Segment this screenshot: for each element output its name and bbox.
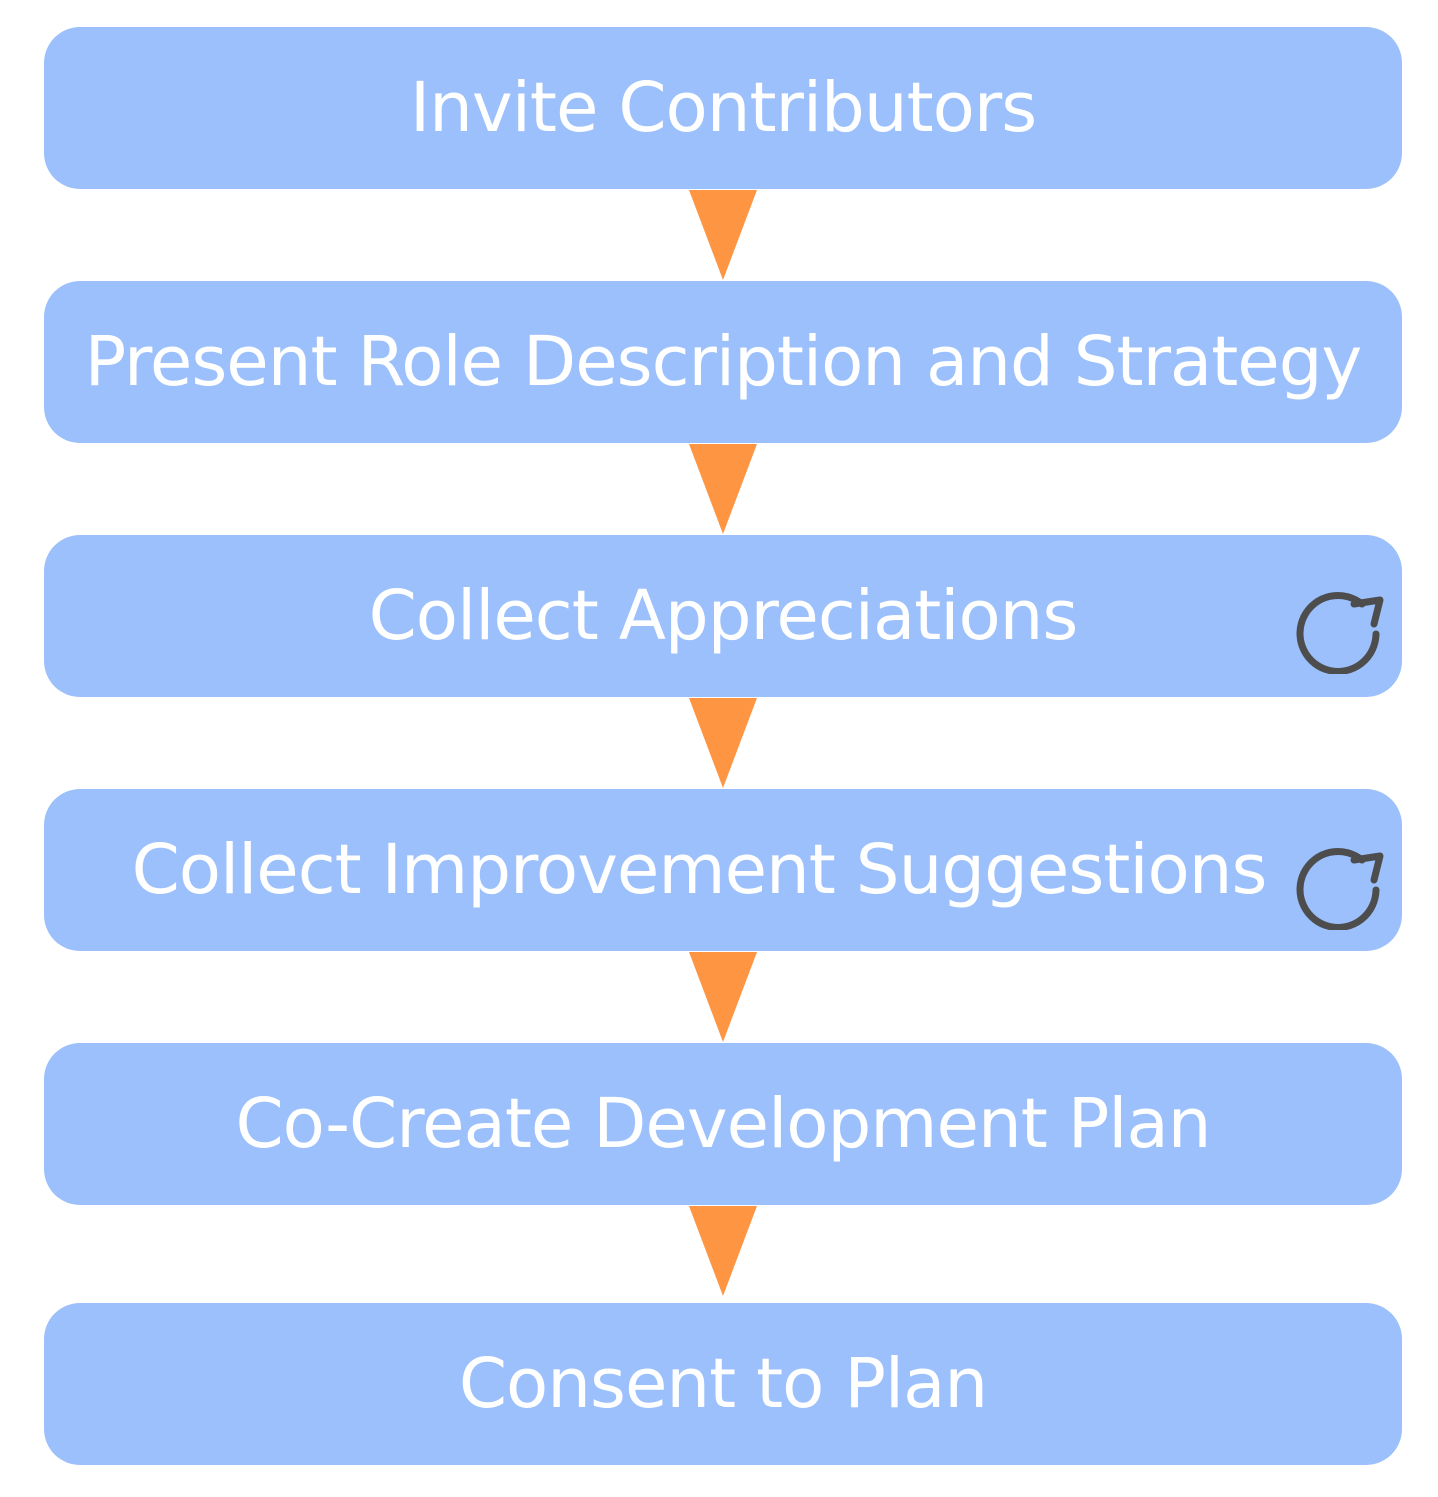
step-label: Collect Improvement Suggestions — [131, 829, 1268, 910]
down-triangle-arrow-icon — [689, 1206, 757, 1296]
step-label: Invite Contributors — [409, 67, 1037, 148]
circular-arrow-repeat-icon — [1296, 847, 1384, 930]
step-label: Co-Create Development Plan — [235, 1083, 1211, 1164]
step-collect-improvement-suggestions: Collect Improvement Suggestions — [44, 789, 1402, 951]
step-label: Consent to Plan — [458, 1343, 988, 1424]
step-label: Collect Appreciations — [368, 575, 1079, 656]
step-consent-to-plan: Consent to Plan — [44, 1303, 1402, 1465]
down-triangle-arrow-icon — [689, 952, 757, 1042]
down-triangle-arrow-icon — [689, 190, 757, 280]
down-triangle-arrow-icon — [689, 698, 757, 788]
step-present-role-description: Present Role Description and Strategy — [44, 281, 1402, 443]
step-collect-appreciations: Collect Appreciations — [44, 535, 1402, 697]
step-label: Present Role Description and Strategy — [84, 321, 1363, 402]
circular-arrow-repeat-icon — [1296, 591, 1384, 674]
step-co-create-development-plan: Co-Create Development Plan — [44, 1043, 1402, 1205]
down-triangle-arrow-icon — [689, 444, 757, 534]
step-invite-contributors: Invite Contributors — [44, 27, 1402, 189]
